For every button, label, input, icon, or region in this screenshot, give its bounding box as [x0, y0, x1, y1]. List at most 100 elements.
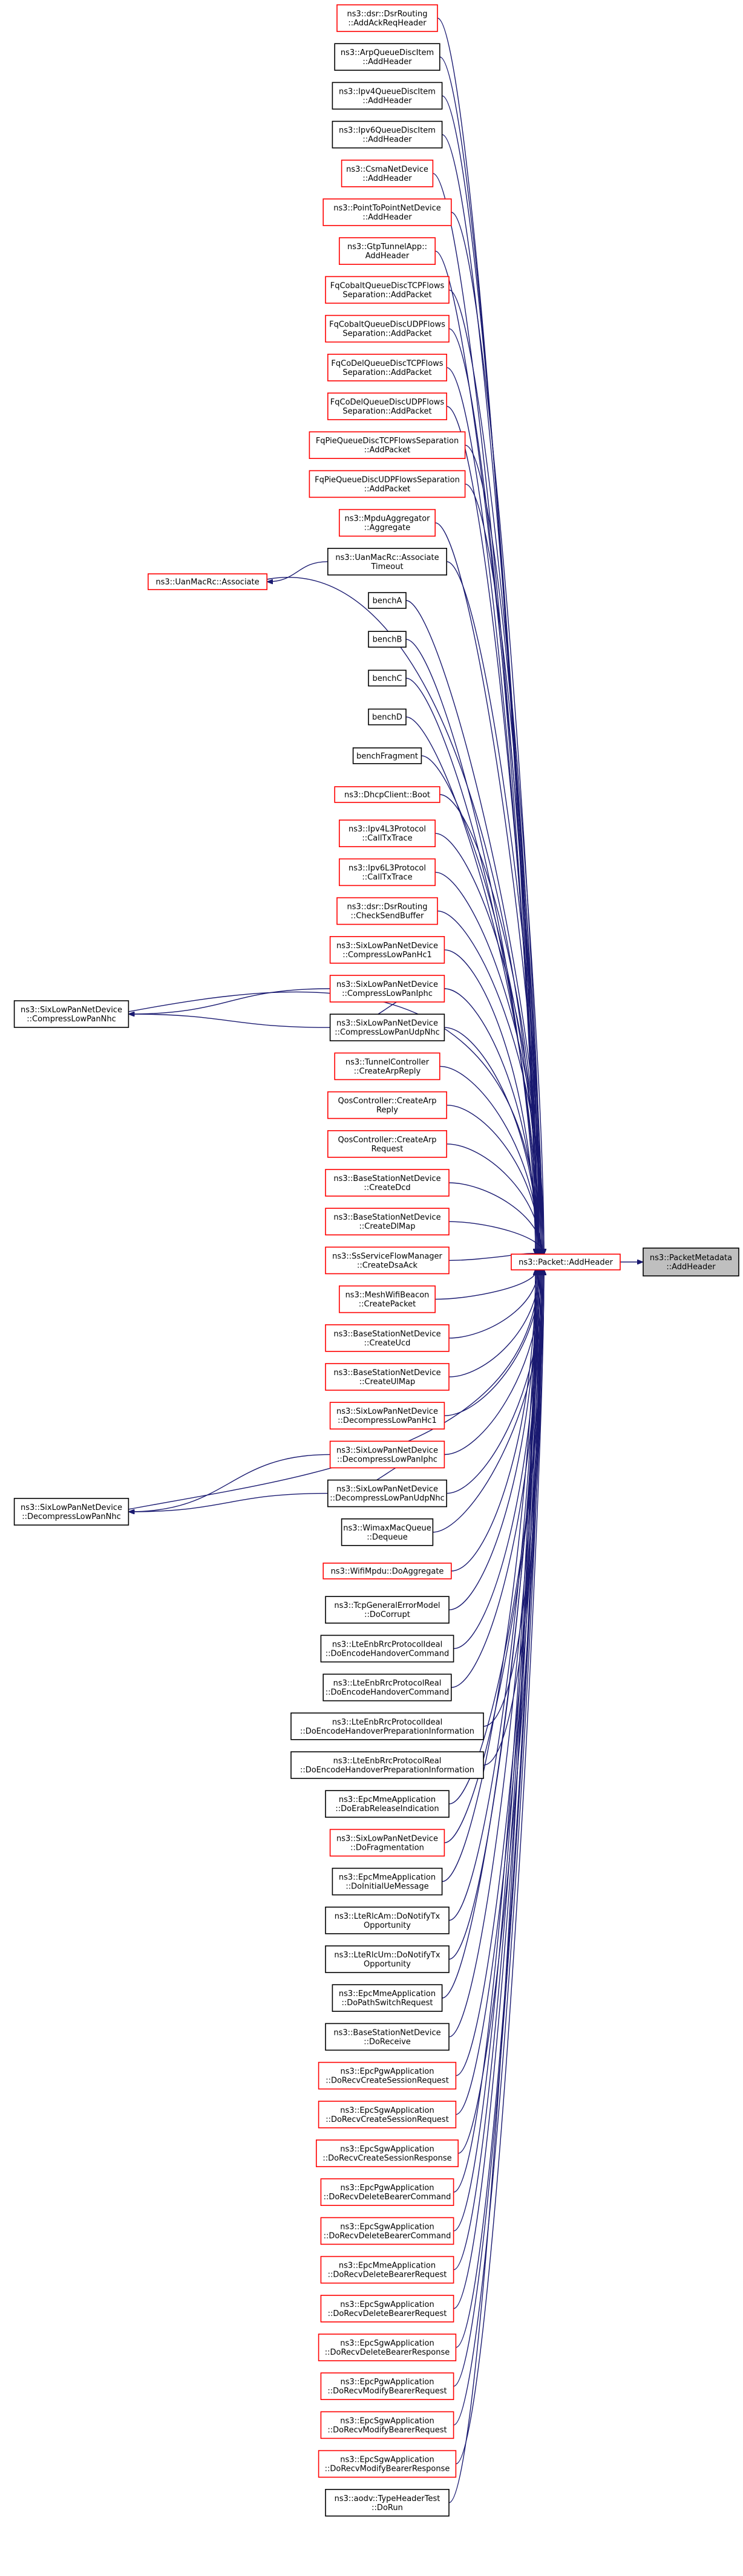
- graph-node-n26[interactable]: ns3::SixLowPanNetDevice::CompressLowPanU…: [329, 1013, 445, 1041]
- node-label-line: Separation::AddPacket: [342, 330, 431, 339]
- graph-node-n39[interactable]: ns3::WimaxMacQueue::Dequeue: [341, 1518, 434, 1546]
- graph-node-n30[interactable]: ns3::BaseStationNetDevice::CreateDcd: [325, 1169, 450, 1197]
- graph-node-n57[interactable]: ns3::EpcSgwApplication::DoRecvDeleteBear…: [320, 2217, 454, 2245]
- graph-node-hub[interactable]: ns3::Packet::AddHeader: [511, 1254, 621, 1270]
- graph-node-n7[interactable]: FqCobaltQueueDiscTCPFlowsSeparation::Add…: [325, 276, 450, 304]
- graph-node-n35[interactable]: ns3::BaseStationNetDevice::CreateUlMap: [325, 1363, 450, 1391]
- graph-node-n59[interactable]: ns3::EpcSgwApplication::DoRecvDeleteBear…: [320, 2295, 454, 2323]
- graph-node-n41[interactable]: ns3::TcpGeneralErrorModel::DoCorrupt: [325, 1596, 450, 1624]
- node-label-line: Timeout: [370, 562, 403, 571]
- graph-node-n25[interactable]: ns3::SixLowPanNetDevice::CompressLowPanI…: [329, 975, 445, 1003]
- graph-node-focus[interactable]: ns3::PacketMetadata::AddHeader: [643, 1247, 739, 1277]
- graph-node-n23[interactable]: ns3::dsr::DsrRouting::CheckSendBuffer: [336, 897, 438, 925]
- graph-node-n40[interactable]: ns3::WifiMpdu::DoAggregate: [322, 1563, 452, 1579]
- node-label-line: ns3::DhcpClient::Boot: [344, 791, 430, 800]
- graph-node-n64[interactable]: ns3::aodv::TypeHeaderTest::DoRun: [325, 2488, 450, 2517]
- edge-caller-to-hub: [437, 910, 544, 1254]
- graph-node-n6[interactable]: ns3::GtpTunnelApp::AddHeader: [338, 237, 436, 265]
- node-label-line: ns3::Ipv4L3Protocol: [349, 825, 426, 834]
- graph-node-compNhc[interactable]: ns3::SixLowPanNetDevice::CompressLowPanN…: [13, 1000, 129, 1028]
- graph-node-n24[interactable]: ns3::SixLowPanNetDevice::CompressLowPanH…: [329, 936, 445, 964]
- edge-caller-to-hub: [465, 483, 540, 1254]
- graph-node-n55[interactable]: ns3::EpcSgwApplication::DoRecvCreateSess…: [315, 2139, 459, 2167]
- graph-node-n44[interactable]: ns3::LteEnbRrcProtocolIdeal::DoEncodeHan…: [290, 1712, 484, 1740]
- graph-node-n62[interactable]: ns3::EpcSgwApplication::DoRecvModifyBear…: [320, 2411, 454, 2439]
- node-label-line: ::DecompressLowPanIphc: [337, 1455, 437, 1464]
- node-label-line: ns3::MpduAggregator: [344, 515, 430, 524]
- graph-node-n10[interactable]: FqCoDelQueueDiscUDPFlowsSeparation::AddP…: [327, 392, 447, 420]
- graph-node-n1[interactable]: ns3::ArpQueueDiscItem::AddHeader: [334, 43, 440, 71]
- node-label-line: ::DoEncodeHandoverCommand: [326, 1688, 450, 1697]
- graph-node-n18[interactable]: benchD: [368, 708, 407, 726]
- graph-node-n32[interactable]: ns3::SsServiceFlowManager::CreateDsaAck: [325, 1246, 450, 1275]
- graph-node-decompNhc[interactable]: ns3::SixLowPanNetDevice::DecompressLowPa…: [13, 1498, 129, 1526]
- graph-node-n53[interactable]: ns3::EpcPgwApplication::DoRecvCreateSess…: [318, 2061, 457, 2090]
- edge-caller-to-hub: [456, 1270, 542, 2077]
- edge-caller-to-hub: [483, 1270, 540, 1727]
- graph-node-n52[interactable]: ns3::BaseStationNetDevice::DoReceive: [325, 2023, 450, 2051]
- graph-node-n51[interactable]: ns3::EpcMmeApplication::DoPathSwitchRequ…: [332, 1984, 443, 2012]
- node-label-line: ::AddHeader: [362, 213, 412, 222]
- graph-node-n38[interactable]: ns3::SixLowPanNetDevice::DecompressLowPa…: [327, 1479, 447, 1508]
- graph-node-n17[interactable]: benchC: [368, 669, 407, 687]
- graph-node-n19[interactable]: benchFragment: [352, 747, 422, 764]
- graph-node-n63[interactable]: ns3::EpcSgwApplication::DoRecvModifyBear…: [318, 2450, 457, 2478]
- node-label-line: ::DoRecvDeleteBearerCommand: [324, 2193, 451, 2202]
- graph-node-n2[interactable]: ns3::Ipv4QueueDiscItem::AddHeader: [332, 82, 443, 110]
- node-label-line: ns3::EpcSgwApplication: [340, 2300, 434, 2309]
- graph-node-n60[interactable]: ns3::EpcSgwApplication::DoRecvDeleteBear…: [318, 2334, 457, 2361]
- graph-node-n34[interactable]: ns3::BaseStationNetDevice::CreateUcd: [325, 1324, 450, 1352]
- graph-node-n5[interactable]: ns3::PointToPointNetDevice::AddHeader: [322, 198, 452, 226]
- graph-node-n22[interactable]: ns3::Ipv6L3Protocol::CallTxTrace: [338, 858, 436, 886]
- graph-node-n11[interactable]: FqPieQueueDiscTCPFlowsSeparation::AddPac…: [309, 431, 466, 460]
- node-box: [332, 82, 443, 110]
- graph-node-n8[interactable]: FqCobaltQueueDiscUDPFlowsSeparation::Add…: [325, 314, 450, 343]
- graph-node-n9[interactable]: FqCoDelQueueDiscTCPFlowsSeparation::AddP…: [327, 353, 447, 382]
- graph-node-n27[interactable]: ns3::TunnelController::CreateArpReply: [334, 1052, 440, 1081]
- node-box: [325, 1363, 450, 1391]
- graph-node-n56[interactable]: ns3::EpcPgwApplication::DoRecvDeleteBear…: [320, 2178, 454, 2206]
- node-label-line: ns3::SixLowPanNetDevice: [336, 980, 438, 989]
- graph-node-n20[interactable]: ns3::DhcpClient::Boot: [334, 786, 440, 803]
- graph-node-assoc[interactable]: ns3::UanMacRc::Associate: [148, 573, 267, 590]
- node-label-line: ns3::TcpGeneralErrorModel: [334, 1601, 440, 1610]
- node-box: [325, 1790, 450, 1818]
- node-box: [327, 353, 447, 382]
- graph-node-n42[interactable]: ns3::LteEnbRrcProtocolIdeal::DoEncodeHan…: [320, 1634, 454, 1663]
- graph-node-n16[interactable]: benchB: [368, 631, 407, 648]
- edge-caller-to-hub: [456, 1270, 544, 2465]
- node-label-line: ::DoRecvDeleteBearerResponse: [325, 2348, 450, 2357]
- graph-node-n33[interactable]: ns3::MeshWifiBeacon::CreatePacket: [338, 1285, 436, 1313]
- graph-node-n61[interactable]: ns3::EpcPgwApplication::DoRecvModifyBear…: [320, 2372, 454, 2400]
- node-box: [322, 198, 452, 226]
- graph-node-n37[interactable]: ns3::SixLowPanNetDevice::DecompressLowPa…: [329, 1440, 445, 1469]
- graph-node-n31[interactable]: ns3::BaseStationNetDevice::CreateDlMap: [325, 1208, 450, 1235]
- graph-node-n0[interactable]: ns3::dsr::DsrRouting::AddAckReqHeader: [336, 4, 438, 32]
- graph-node-n36[interactable]: ns3::SixLowPanNetDevice::DecompressLowPa…: [329, 1402, 445, 1429]
- graph-node-n3[interactable]: ns3::Ipv6QueueDiscItem::AddHeader: [332, 120, 443, 149]
- node-box: [325, 1324, 450, 1352]
- graph-node-n58[interactable]: ns3::EpcMmeApplication::DoRecvDeleteBear…: [320, 2256, 454, 2284]
- graph-node-n15[interactable]: benchA: [368, 592, 407, 609]
- graph-node-n48[interactable]: ns3::EpcMmeApplication::DoInitialUeMessa…: [332, 1867, 443, 1896]
- node-label-line: Request: [372, 1145, 404, 1154]
- graph-node-n54[interactable]: ns3::EpcSgwApplication::DoRecvCreateSess…: [318, 2101, 457, 2129]
- graph-node-n45[interactable]: ns3::LteEnbRrcProtocolReal::DoEncodeHand…: [290, 1751, 484, 1779]
- node-box: [329, 975, 445, 1003]
- graph-node-n47[interactable]: ns3::SixLowPanNetDevice::DoFragmentation: [329, 1829, 445, 1857]
- graph-node-n4[interactable]: ns3::CsmaNetDevice::AddHeader: [341, 159, 434, 187]
- graph-node-n21[interactable]: ns3::Ipv4L3Protocol::CallTxTrace: [338, 819, 436, 847]
- node-box: [368, 669, 407, 687]
- graph-node-n43[interactable]: ns3::LteEnbRrcProtocolReal::DoEncodeHand…: [322, 1673, 452, 1702]
- node-box: [320, 2178, 454, 2206]
- graph-node-n46[interactable]: ns3::EpcMmeApplication::DoErabReleaseInd…: [325, 1790, 450, 1818]
- graph-node-n12[interactable]: FqPieQueueDiscUDPFlowsSeparation::AddPac…: [309, 470, 466, 498]
- node-label-line: ns3::LteEnbRrcProtocolIdeal: [332, 1640, 442, 1649]
- graph-node-n13[interactable]: ns3::MpduAggregator::Aggregate: [338, 509, 436, 537]
- graph-node-n28[interactable]: QosController::CreateArpReply: [327, 1091, 447, 1119]
- edge-caller-to-hub: [448, 1270, 535, 2503]
